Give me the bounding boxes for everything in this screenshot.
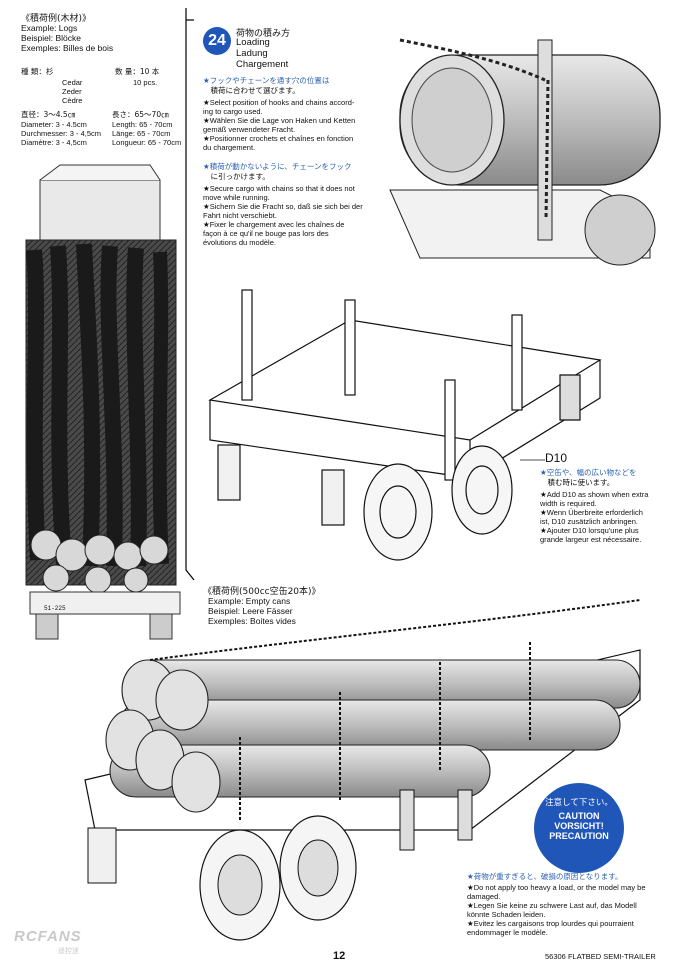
cans-title: 《積荷例(500cc空缶20本)》: [203, 587, 321, 597]
wood-type-ja: 種 類：杉: [21, 67, 54, 76]
logs-example-line: Exemples: Billes de bois: [21, 43, 114, 53]
panel-divider: [185, 8, 195, 581]
caution-ja: 注意して下さい。: [545, 798, 613, 808]
step-number-badge: 24: [203, 27, 231, 55]
warning: könnte Schaden leiden.: [467, 910, 546, 919]
logs-title: 《積荷例(木材)》: [21, 14, 92, 24]
product-name: 56306 FLATBED SEMI-TRAILER: [545, 952, 656, 961]
count-ja: 数 量：10 本: [115, 67, 160, 76]
caution-en: CAUTION: [558, 811, 600, 821]
cans-example-line: Example: Empty cans: [208, 596, 291, 606]
caution-badge: 注意して下さい。 CAUTION VORSICHT! PRECAUTION: [534, 783, 624, 873]
cans-example-line: Exemples: Boites vides: [208, 616, 296, 626]
caution-fr: PRECAUTION: [549, 831, 609, 841]
instruction: ★Fixer le chargement avec les chaînes de: [203, 220, 345, 229]
instruction: ★Wählen Sie die Lage von Haken und Kette…: [203, 116, 356, 125]
warning-ja: ★荷物が重すぎると、破損の原因となります。: [467, 872, 623, 881]
instruction: ★Positionner crochets et chaînes en fonc…: [203, 134, 354, 143]
instruction-ja: に引っかけます。: [203, 172, 270, 181]
diameter-ja: 直径：3～4.5㎝: [21, 110, 76, 119]
d10-note: width is required.: [540, 499, 597, 508]
cans-example-line: Beispiel: Leere Fässer: [208, 606, 293, 616]
diameter: Durchmesser: 3 - 4,5cm: [21, 129, 102, 138]
step-title: Ladung: [236, 48, 268, 59]
step-title: Loading: [236, 37, 270, 48]
instruction: gemäß verwendeter Fracht.: [203, 125, 296, 134]
d10-note: grande largeur est nécessaire.: [540, 535, 642, 544]
d10-note: ist, D10 zusätzlich anbringen.: [540, 517, 638, 526]
instruction: du chargement.: [203, 143, 256, 152]
logs-example-line: Example: Logs: [21, 23, 78, 33]
warning: damaged.: [467, 892, 501, 901]
logs-example-line: Beispiel: Blöcke: [21, 33, 82, 43]
license-plate: 51-225: [44, 605, 66, 612]
instruction-ja: ★積荷が動かないように、チェーンをフック: [203, 162, 352, 171]
instruction: ★Select position of hooks and chains acc…: [203, 98, 355, 107]
step-title-ja: 荷物の積み方: [236, 29, 291, 39]
warning: endommager le modèle.: [467, 928, 548, 937]
trailer-d10-drawing: [208, 289, 602, 561]
instruction: ★Sichern Sie die Fracht so, daß sie sich…: [203, 202, 363, 211]
instruction: ing to cargo used.: [203, 107, 263, 116]
logs-trailer-drawing: [25, 164, 181, 640]
d10-note: ★Wenn Überbreite erforderlich: [540, 508, 643, 517]
length: Longueur: 65 - 70cm: [112, 138, 182, 147]
chain-closeup-drawing: [388, 30, 661, 266]
warning: ★Evitez les cargaisons trop lourdes qui …: [467, 919, 634, 928]
wood-type: Cèdre: [62, 96, 83, 105]
diameter: Diamètre: 3 - 4,5cm: [21, 138, 87, 147]
instruction: ★Secure cargo with chains so that it doe…: [203, 184, 355, 193]
watermark-logo: RCFANS: [14, 928, 82, 945]
caution-de: VORSICHT!: [554, 821, 604, 831]
instruction: Fahrt nicht verschiebt.: [203, 211, 277, 220]
length: Length: 65 - 70cm: [112, 120, 173, 129]
instruction: façon à ce qu'il ne bouge pas lors des: [203, 229, 329, 238]
instruction: évolutions du modèle.: [203, 238, 276, 247]
wood-type: Cedar: [62, 78, 83, 87]
wood-type: Zeder: [62, 87, 82, 96]
count: 10 pcs.: [133, 78, 158, 87]
d10-label: D10: [545, 451, 568, 465]
instruction: move while running.: [203, 193, 270, 202]
length-ja: 長さ：65～70㎝: [112, 110, 169, 119]
d10-note-ja: ★空缶や、幅の広い物などを: [540, 468, 637, 477]
d10-note: ★Ajouter D10 lorsqu'une plus: [540, 526, 639, 535]
d10-note-ja: 積む時に使います。: [540, 478, 615, 487]
d10-note: ★Add D10 as shown when extra: [540, 490, 649, 499]
warning: ★Legen Sie keine zu schwere Last auf, da…: [467, 901, 637, 910]
instruction-ja: ★フックやチェーンを通す穴の位置は: [203, 76, 330, 85]
warning: ★Do not apply too heavy a load, or the m…: [467, 883, 646, 892]
instruction-ja: 積荷に合わせて選びます。: [203, 86, 300, 95]
step-title: Chargement: [236, 59, 289, 70]
cans-trailer-drawing: [84, 599, 641, 941]
watermark-sub: 遥控迷: [58, 947, 79, 955]
page-number: 12: [333, 950, 346, 962]
length: Länge: 65 - 70cm: [112, 129, 171, 138]
diameter: Diameter: 3 - 4.5cm: [21, 120, 87, 129]
